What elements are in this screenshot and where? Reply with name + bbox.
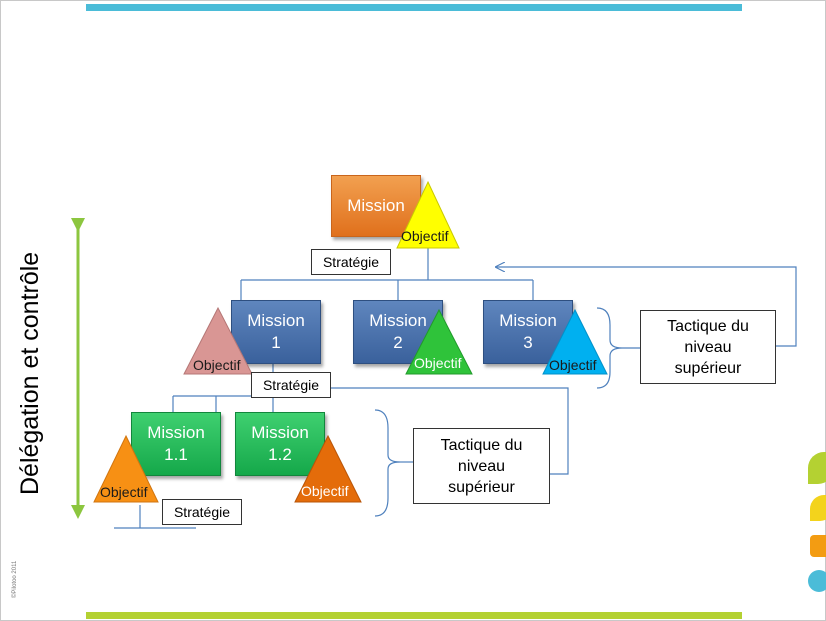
strategie-root: Stratégie: [311, 249, 391, 275]
mission-1: Mission 1: [231, 300, 321, 364]
mission-1-2: Mission 1.2: [235, 412, 325, 476]
objectif-root-label: Objectif: [401, 228, 449, 244]
top-accent-bar: [86, 4, 742, 11]
objectif-1-1-label: Objectif: [100, 484, 148, 500]
decor-leaf-yellow: [810, 495, 826, 521]
mission-3: Mission 3: [483, 300, 573, 364]
strategie-level1: Stratégie: [251, 372, 331, 398]
copyright-text: ©Pilotoo 2011: [12, 560, 18, 598]
decor-square-orange: [810, 535, 826, 557]
strategie-level2: Stratégie: [162, 499, 242, 525]
tactique-top-box: Tactique du niveau supérieur: [640, 310, 776, 384]
bottom-accent-bar: [86, 612, 742, 619]
objectif-2-triangle: [405, 308, 473, 375]
delegation-label: Délégation et contrôle: [16, 251, 44, 495]
decor-circle-blue: [808, 570, 826, 592]
objectif-1-2-label: Objectif: [301, 483, 349, 499]
objectif-1-triangle: [183, 306, 253, 375]
objectif-3-triangle: [542, 308, 608, 375]
tactique-bottom-box: Tactique du niveau supérieur: [413, 428, 550, 504]
objectif-1-2-triangle: [294, 434, 362, 503]
mission-root: Mission: [331, 175, 421, 237]
objectif-root-triangle: [396, 180, 460, 249]
objectif-1-label: Objectif: [193, 357, 241, 373]
objectif-2-label: Objectif: [414, 355, 462, 371]
mission-1-1: Mission 1.1: [131, 412, 221, 476]
decor-leaf-green: [808, 452, 826, 484]
objectif-3-label: Objectif: [549, 357, 597, 373]
objectif-1-1-triangle: [93, 434, 159, 503]
